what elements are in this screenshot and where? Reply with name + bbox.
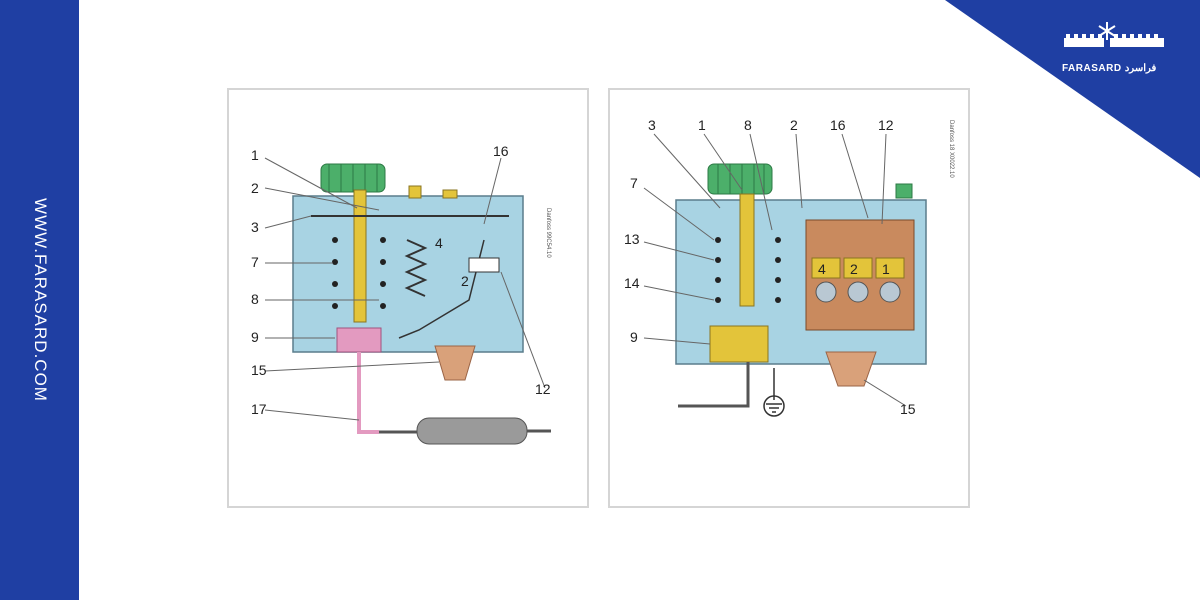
diagram-label: 15 [251, 362, 267, 378]
diagram-label: 7 [251, 254, 259, 270]
diagram-label: 1 [698, 117, 706, 133]
range-spindle [353, 189, 367, 323]
manufacturer-stamp: Danfoss 99C54.10 [545, 208, 551, 258]
sensor-bulb [416, 417, 528, 445]
diagram-label: 2 [461, 273, 469, 289]
contact-block [468, 257, 500, 273]
diagram-label: 14 [624, 275, 640, 291]
diagram-label: 4 [818, 261, 826, 277]
diagram-label: 12 [535, 381, 551, 397]
cable-entry [825, 351, 877, 387]
diagram-label: 12 [878, 117, 894, 133]
sidebar: WWW.FARASARD.COM [0, 0, 79, 600]
diagram-label: 2 [251, 180, 259, 196]
diagram-panel-right: 3 1 8 2 16 12 7 13 14 9 15 4 2 1 Danfoss… [608, 88, 970, 508]
cable-entry [434, 345, 476, 381]
earth-ground-icon [763, 368, 785, 417]
gear-logo-icon [1064, 34, 1164, 47]
diagram-label: 1 [882, 261, 890, 277]
spring-coils [715, 237, 781, 303]
pressure-switch-diagram-right: 3 1 8 2 16 12 7 13 14 9 15 4 2 1 Danfoss… [624, 117, 954, 417]
diagram-label: 15 [900, 401, 916, 417]
capillary-tube [357, 352, 379, 434]
pressure-connection [678, 362, 750, 408]
switch-housing [292, 195, 524, 353]
manufacturer-stamp: Danfoss 18 X0022.10 [948, 120, 954, 178]
terminal-screw [879, 281, 901, 303]
diagram-label: 16 [830, 117, 846, 133]
range-spindle [739, 193, 755, 307]
diagram-label: 2 [790, 117, 798, 133]
spring-coils [332, 237, 386, 309]
diagram-panel-left: 1 2 3 7 8 9 15 17 16 4 2 12 Danfoss 99C5… [227, 88, 589, 508]
pressure-switch-diagram-left: 1 2 3 7 8 9 15 17 16 4 2 12 Danfoss 99C5… [251, 143, 551, 445]
diagram-label: 3 [648, 117, 656, 133]
differential-spring [404, 239, 428, 297]
diagram-label: 9 [630, 329, 638, 345]
diagram-label: 7 [630, 175, 638, 191]
terminal-screw [815, 281, 837, 303]
diagram-label: 9 [251, 329, 259, 345]
diagram-label: 2 [850, 261, 858, 277]
diagram-label: 8 [744, 117, 752, 133]
brand-logo-text: FARASARD فراسرد [1062, 63, 1157, 74]
diagram-label: 4 [435, 235, 443, 251]
bellows [336, 327, 382, 353]
diagram-label: 13 [624, 231, 640, 247]
terminal-screw [847, 281, 869, 303]
diagram-label: 3 [251, 219, 259, 235]
diagram-label: 1 [251, 147, 259, 163]
diagram-label: 16 [493, 143, 509, 159]
diagram-label: 8 [251, 291, 259, 307]
bellows [709, 325, 769, 363]
diagram-label: 17 [251, 401, 267, 417]
